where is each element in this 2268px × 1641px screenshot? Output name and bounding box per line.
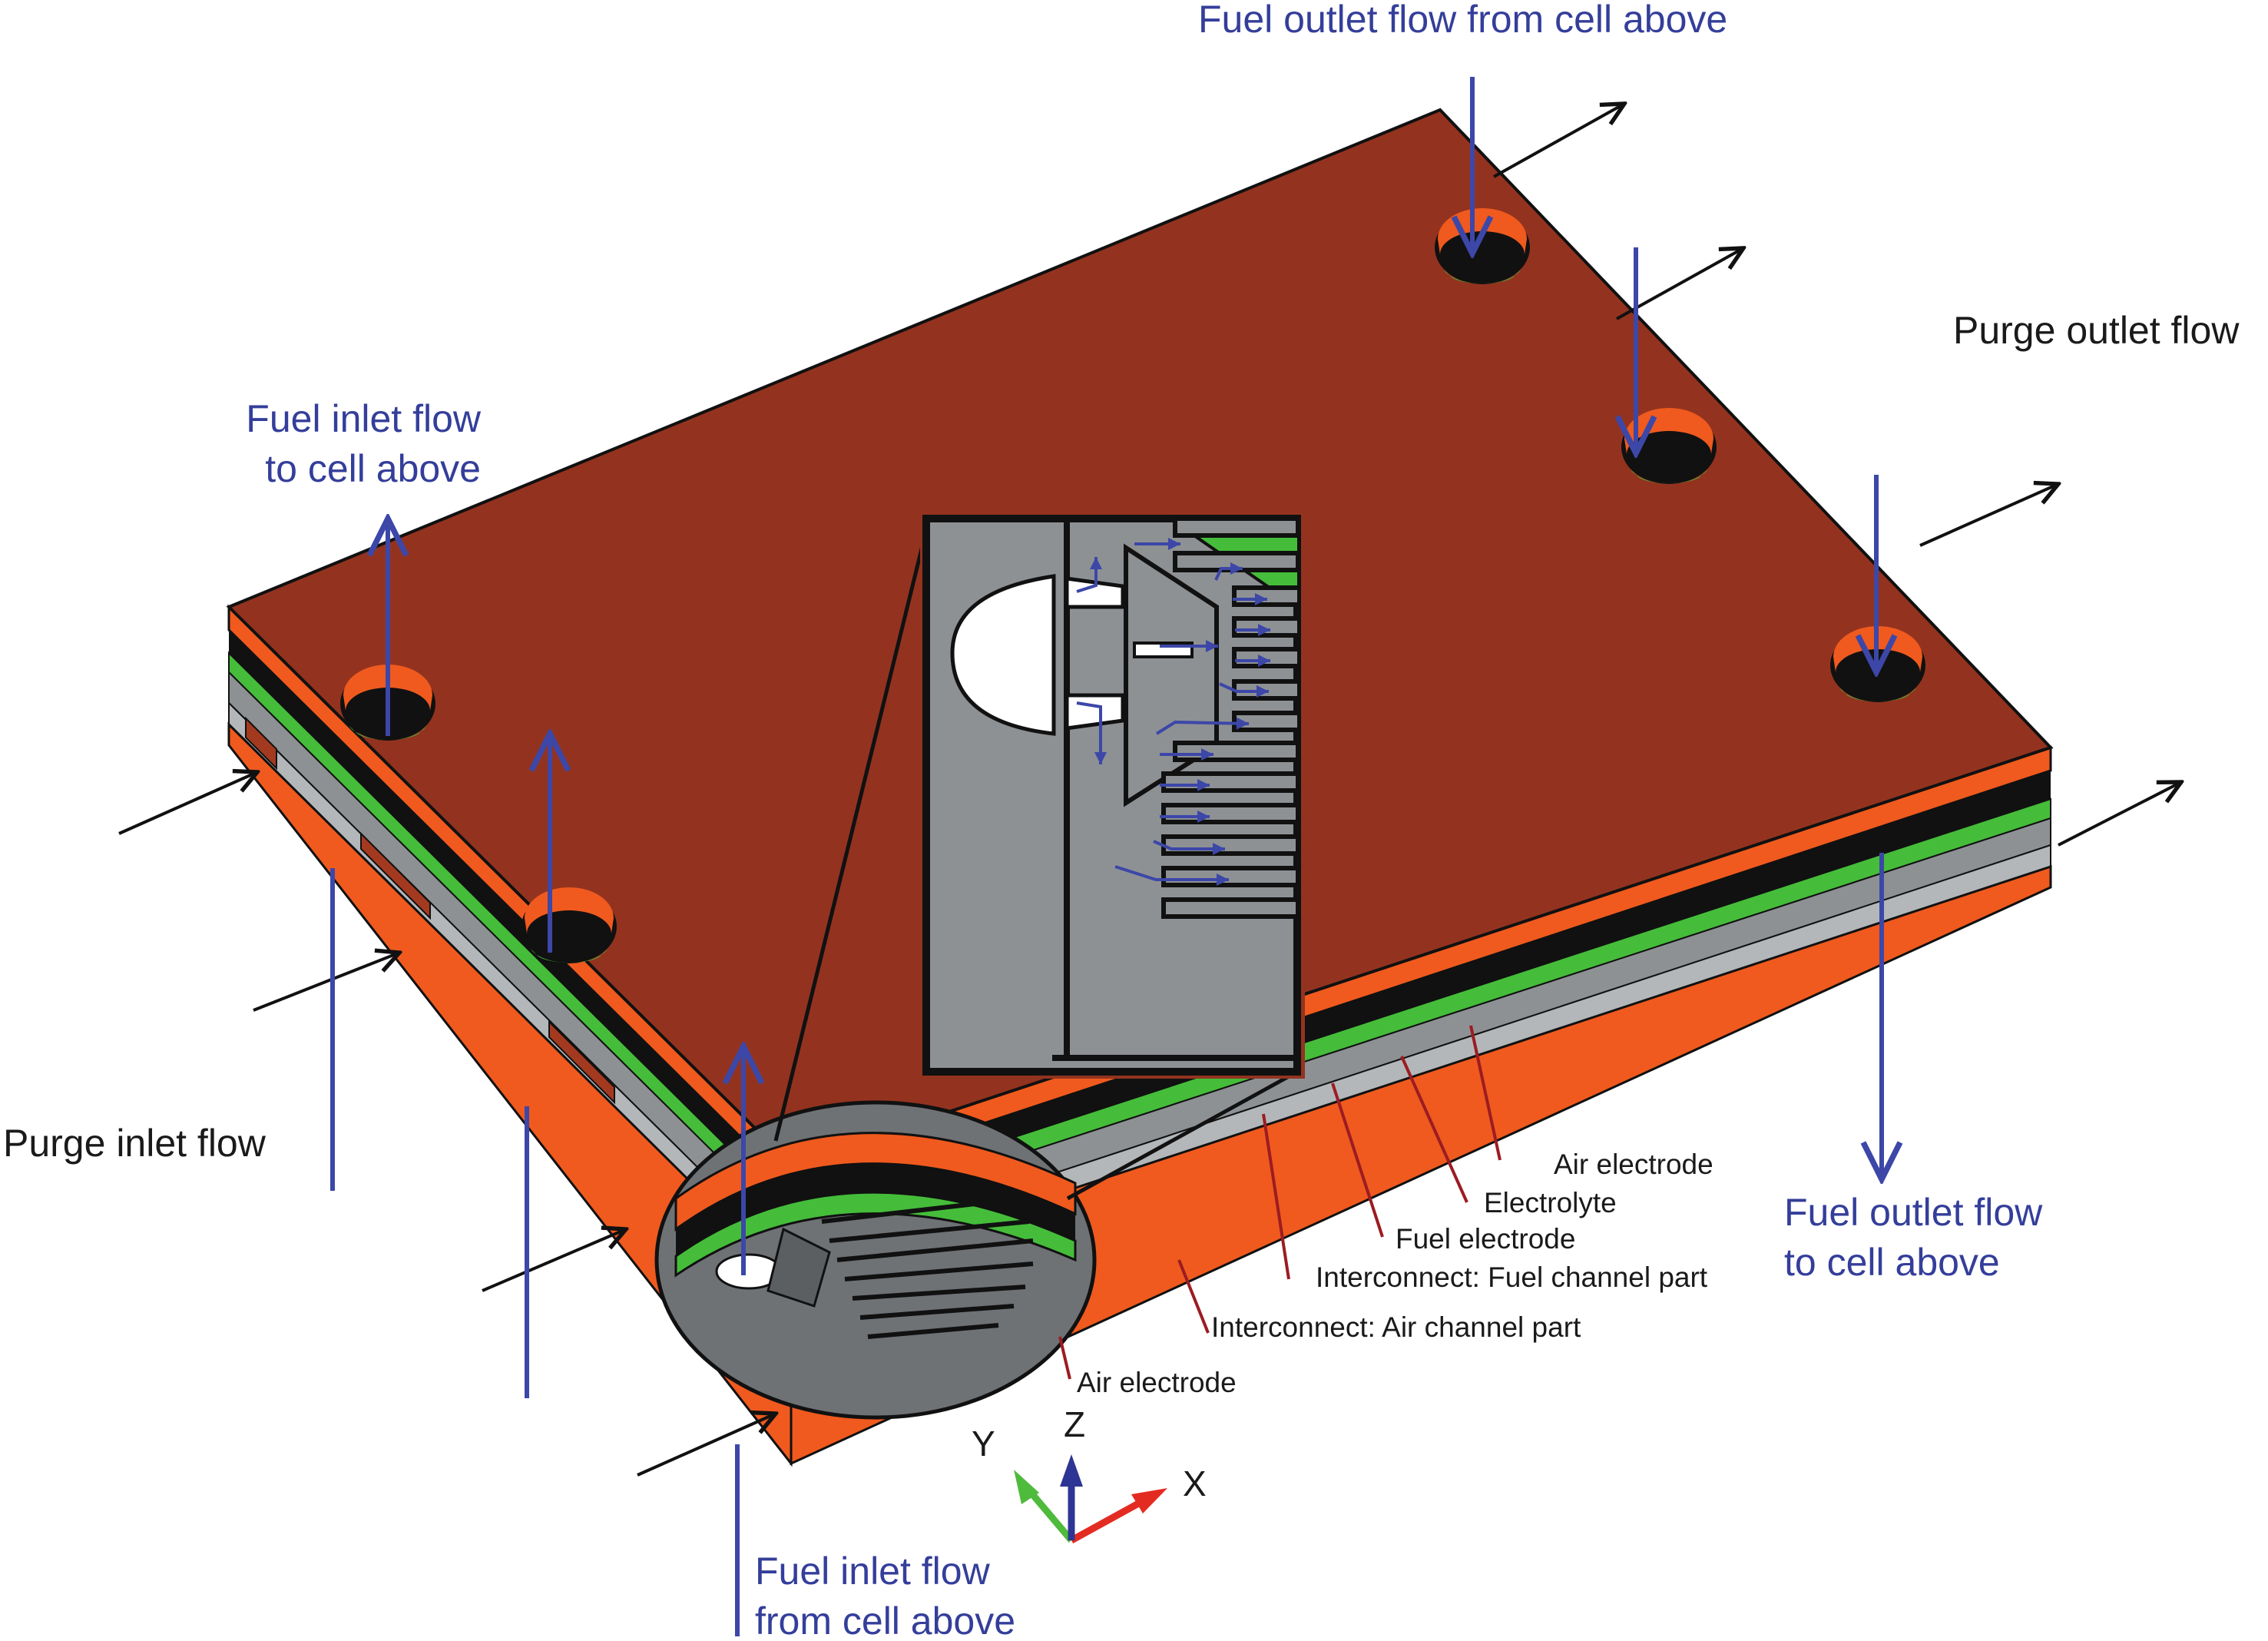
purge-outlet-arrow-3 <box>1919 484 2058 547</box>
purge-outlet-arrow-4 <box>2058 782 2181 847</box>
cell-plate <box>226 108 2054 1467</box>
purge-inlet-arrows <box>118 772 776 1477</box>
label-layer-fuel-electrode: Fuel electrode <box>1396 1223 1575 1255</box>
label-fuel-outlet-from-cell-above: Fuel outlet flow from cell above <box>1198 0 1727 41</box>
right-side-layers <box>790 745 2052 1466</box>
label-fuel-outlet-to-cell-above-2: to cell above <box>1784 1241 2000 1284</box>
hole-fuel-inlet-2 <box>521 887 617 963</box>
axis-y-head <box>1014 1470 1039 1504</box>
label-purge-outlet-flow: Purge outlet flow <box>1953 309 2240 352</box>
axis-x-arrow <box>1069 1495 1151 1543</box>
label-fuel-inlet-from-cell-above-2: from cell above <box>755 1600 1015 1641</box>
left-side-layers <box>227 604 793 1467</box>
purge-inlet-arrow-2 <box>253 953 399 1012</box>
cutaway-corner <box>654 1100 1097 1420</box>
label-layer-air-electrode-bottom: Air electrode <box>1077 1367 1237 1398</box>
purge-outlet-arrow-1 <box>1493 104 1624 178</box>
label-fuel-inlet-from-cell-above-1: Fuel inlet flow <box>755 1550 991 1593</box>
manifold-holes <box>340 208 1925 963</box>
axis-label-y: Y <box>972 1424 995 1464</box>
layer-leader-lines <box>1058 1025 1502 1380</box>
label-fuel-inlet-to-cell-above-1: Fuel inlet flow <box>246 397 482 440</box>
hole-fuel-outlet-1 <box>1435 208 1530 284</box>
purge-inlet-arrow-3 <box>482 1229 626 1292</box>
inset-manifold-hole <box>950 574 1056 736</box>
right-electrolyte <box>791 771 2051 1210</box>
zoom-line-2 <box>1066 1069 1299 1201</box>
axis-x-head <box>1131 1488 1167 1513</box>
label-layer-electrolyte: Electrolyte <box>1484 1187 1617 1218</box>
label-purge-inlet-flow: Purge inlet flow <box>3 1122 267 1165</box>
label-layer-interconnect-air: Interconnect: Air channel part <box>1211 1311 1581 1343</box>
coordinate-axes <box>1014 1454 1167 1543</box>
purge-outlet-arrows <box>1493 104 2181 847</box>
purge-inlet-arrow-1 <box>118 772 257 835</box>
zoom-line-1 <box>773 529 929 1142</box>
inset-channel-detail <box>920 512 1305 1079</box>
axis-label-x: X <box>1183 1464 1207 1503</box>
cutaway-fuel-channels <box>821 1196 1034 1339</box>
inset-distributor <box>1124 543 1219 807</box>
fuel-flow-arrows <box>330 77 1882 1636</box>
label-layer-air-electrode-top: Air electrode <box>1554 1149 1713 1180</box>
axis-z-head <box>1060 1454 1083 1487</box>
left-electrolyte <box>229 630 791 1210</box>
axis-y-arrow <box>1026 1488 1074 1543</box>
axis-label-z: Z <box>1064 1404 1085 1444</box>
label-fuel-outlet-to-cell-above-1: Fuel outlet flow <box>1784 1191 2043 1234</box>
inset-flow-arrows <box>1076 538 1270 886</box>
label-fuel-inlet-to-cell-above-2: to cell above <box>265 447 481 490</box>
label-layer-interconnect-fuel: Interconnect: Fuel channel part <box>1316 1261 1708 1293</box>
purge-inlet-arrow-4 <box>637 1414 776 1477</box>
